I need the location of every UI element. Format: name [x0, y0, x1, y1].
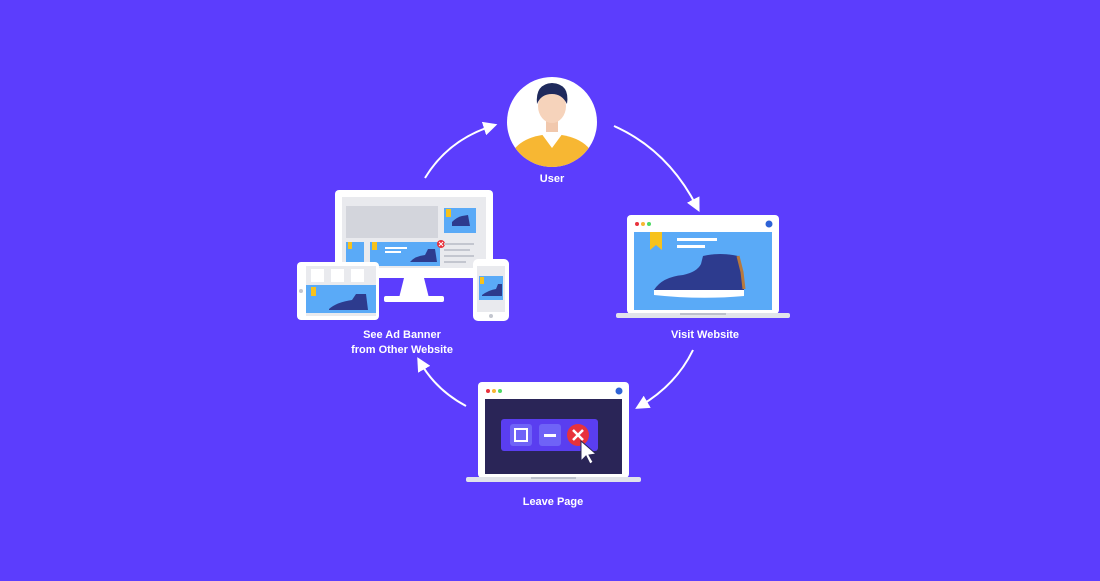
- desktop-monitor-icon: [335, 190, 493, 302]
- arrow-leave-to-ad: [417, 357, 467, 407]
- see-ad-banner-label: See Ad Banner from Other Website: [322, 328, 482, 358]
- multi-device-ad-banner-icon: [297, 190, 509, 321]
- arrow-user-to-visit: [613, 125, 700, 212]
- leave-page-label: Leave Page: [522, 496, 584, 508]
- laptop-close-window-icon: [466, 382, 641, 482]
- arrow-visit-to-leave: [635, 349, 694, 409]
- phone-icon: [473, 259, 509, 321]
- tablet-icon: [297, 262, 379, 320]
- see-ad-banner-label-line1: See Ad Banner: [363, 329, 441, 341]
- see-ad-banner-label-line2: from Other Website: [351, 344, 453, 356]
- user-label: User: [539, 173, 565, 185]
- laptop-shoe-icon: [616, 215, 790, 318]
- arrow-ad-to-user: [424, 121, 498, 179]
- user-avatar-icon: [507, 77, 597, 167]
- visit-website-label: Visit Website: [670, 329, 740, 341]
